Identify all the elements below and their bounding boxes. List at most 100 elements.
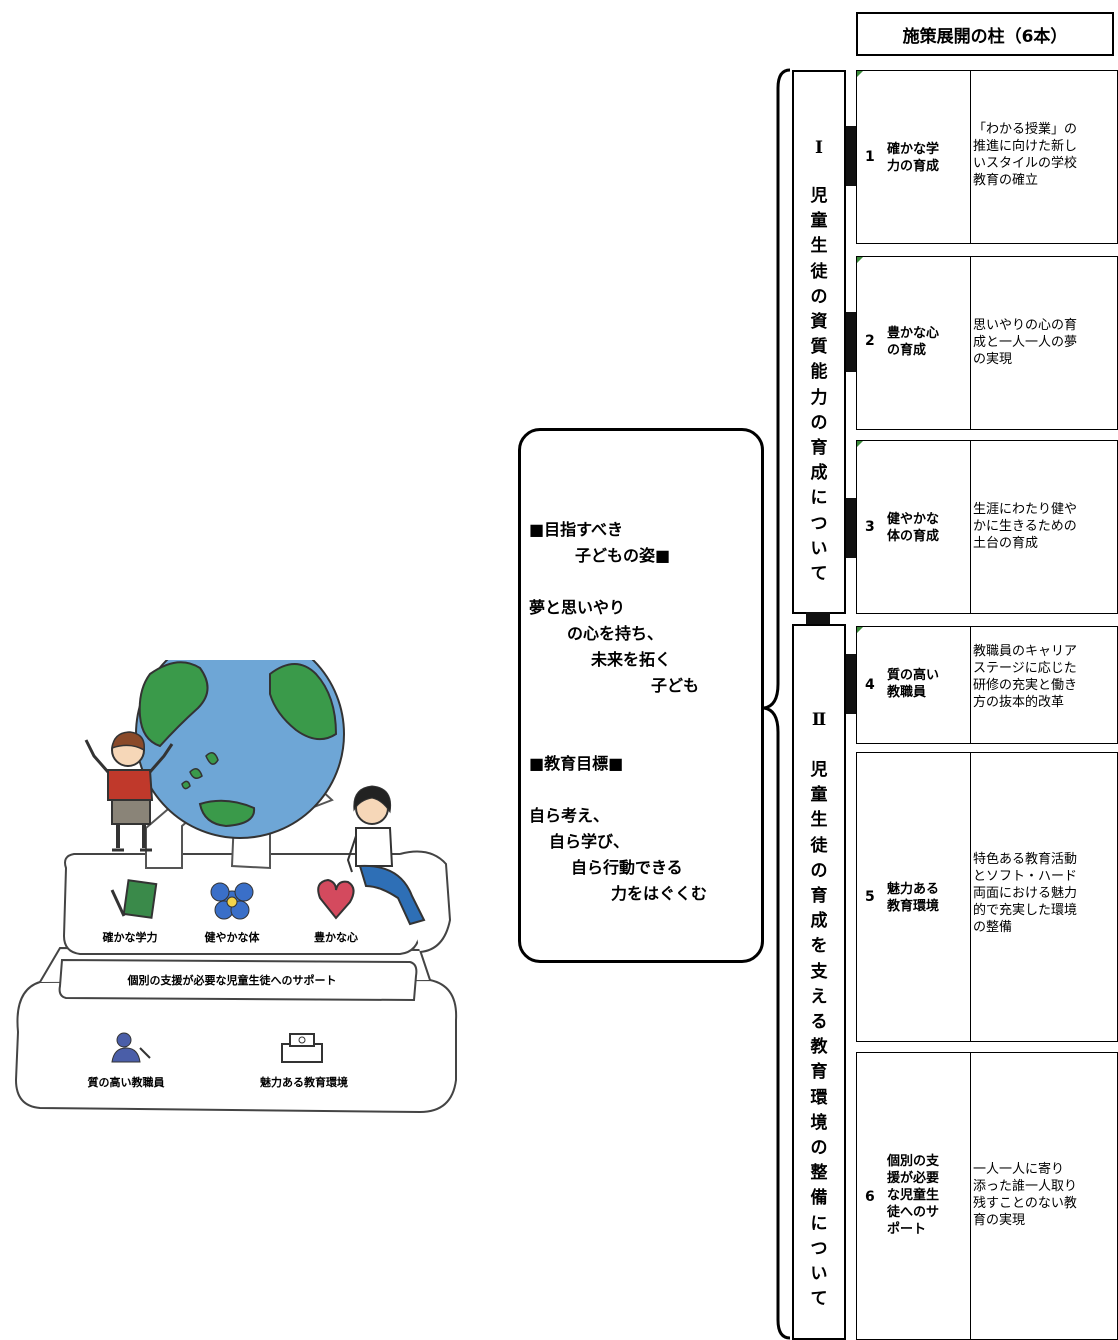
pillar-char: を bbox=[810, 936, 828, 957]
pillar-char: の bbox=[810, 1138, 828, 1159]
pillar-char: 徒 bbox=[810, 261, 828, 282]
pillar-char: 育 bbox=[810, 886, 828, 907]
row-description: 特色ある教育活動とソフト・ハード両面における魅力 的で充実した環境の整備 bbox=[973, 852, 1078, 935]
row-tag: 健やかな体の育成 bbox=[887, 512, 940, 544]
row-number: 1 bbox=[865, 149, 875, 165]
row-number: 3 bbox=[865, 519, 875, 535]
tier-top-label: 確かな学力 bbox=[103, 930, 158, 944]
tier-top-label: 豊かな心 bbox=[314, 930, 358, 944]
pillar-char: 徒 bbox=[810, 835, 828, 856]
row-number: 4 bbox=[865, 677, 875, 693]
pillar-char: 育 bbox=[810, 1062, 828, 1083]
goal-heading: ■目指すべき bbox=[529, 520, 623, 539]
girl-figure bbox=[346, 785, 426, 926]
pillar-char: 支 bbox=[810, 961, 828, 982]
tier-bottom-shape bbox=[14, 978, 458, 1114]
heart-icon bbox=[317, 878, 355, 920]
tier-bottom-label: 魅力ある教育環境 bbox=[260, 1075, 348, 1089]
row-description: 一人一人に寄り添った誰一人取り 残すことのない教育の実現 bbox=[973, 1162, 1078, 1228]
pillar-char: 質 bbox=[810, 337, 828, 358]
goal-text: 自ら行動できる bbox=[571, 858, 683, 877]
row-number: 6 bbox=[865, 1189, 875, 1205]
pillar-char: い bbox=[810, 1264, 828, 1285]
goal-text: 子ども bbox=[651, 676, 700, 695]
pillar-char: 力 bbox=[810, 387, 828, 408]
pillar-char: 整 bbox=[810, 1163, 828, 1184]
goal-text: 自ら学び、 bbox=[549, 832, 630, 851]
measure-row-2: 2 豊かな心の育成 思いやりの心の育成と一人一人の夢の実現 bbox=[856, 256, 1118, 430]
pillar-char: 成 bbox=[810, 463, 828, 484]
pillar-char: の bbox=[810, 286, 828, 307]
tier-middle-label: 個別の支援が必要な児童生徒へのサポート bbox=[127, 973, 337, 987]
pillar-2-box: Ⅱ 児童生徒の育成を支える教育環境の整備について bbox=[792, 624, 846, 1340]
goal-text: 夢と思いやり bbox=[529, 598, 626, 617]
pillar-1-title: 児童生徒の資質能力の育成について bbox=[794, 184, 844, 587]
row-connector bbox=[846, 654, 856, 714]
row-connector bbox=[846, 126, 856, 186]
goals-box: ■目指すべき 子どもの姿■ 夢と思いやり の心を持ち、 未来を拓く 子ども ■教… bbox=[518, 428, 764, 963]
pillar-2-numeral: Ⅱ bbox=[811, 710, 827, 730]
row-description: 「わかる授業」の推進に向けた新し いスタイルの学校教育の確立 bbox=[973, 122, 1078, 188]
pillar-char: 教 bbox=[810, 1037, 828, 1058]
pillar-char: 生 bbox=[810, 810, 828, 831]
teacher-icon bbox=[111, 1032, 151, 1063]
row-connector bbox=[846, 498, 856, 558]
pillar-char: つ bbox=[810, 1238, 828, 1259]
pillar-char: 資 bbox=[810, 312, 828, 333]
goal-text: 未来を拓く bbox=[591, 650, 672, 669]
pillar-char: 備 bbox=[810, 1188, 828, 1209]
pillar-char: つ bbox=[810, 513, 828, 534]
pillar-char: 環 bbox=[810, 1087, 828, 1108]
measure-row-5: 5 魅力ある教育環境 特色ある教育活動とソフト・ハード両面における魅力 的で充実… bbox=[856, 752, 1118, 1042]
pillars-header: 施策展開の柱（6本） bbox=[856, 12, 1114, 56]
book-icon bbox=[110, 879, 158, 919]
pillars-header-title: 施策展開の柱（6本） bbox=[902, 26, 1068, 47]
pillar-char: 児 bbox=[810, 760, 828, 780]
pillar-char: に bbox=[810, 488, 828, 509]
measure-row-3: 3 健やかな体の育成 生涯にわたり健やかに生きるための土台の育成 bbox=[856, 440, 1118, 614]
pillar-char: の bbox=[810, 860, 828, 881]
pillar-char: の bbox=[810, 412, 828, 433]
pillar-char: え bbox=[810, 986, 828, 1007]
pillar-char: い bbox=[810, 538, 828, 559]
tier-bottom-label: 質の高い教職員 bbox=[88, 1075, 165, 1089]
pillar-char: に bbox=[810, 1213, 828, 1234]
measure-row-6: 6 個別の支援が必要な児童生 徒へのサポート 一人一人に寄り添った誰一人取り 残… bbox=[856, 1052, 1118, 1340]
goal-text: 力をはぐくむ bbox=[611, 884, 708, 903]
row-tag: 質の高い教職員 bbox=[887, 668, 940, 700]
row-tag: 魅力ある教育環境 bbox=[887, 882, 940, 914]
pillar-1-numeral: Ⅰ bbox=[815, 138, 823, 158]
goal-text: 自ら考え、 bbox=[529, 806, 610, 825]
row-connector bbox=[846, 312, 856, 372]
pillar-char: 育 bbox=[810, 438, 828, 459]
pillar-2-title: 児童生徒の育成を支える教育環境の整備について bbox=[794, 758, 844, 1312]
row-number: 5 bbox=[865, 889, 875, 905]
pillar-char: 童 bbox=[810, 211, 828, 232]
goal-heading: ■教育目標■ bbox=[529, 754, 624, 773]
row-tag: 個別の支援が必要な児童生 徒へのサポート bbox=[887, 1154, 940, 1237]
tier-top-label: 健やかな体 bbox=[205, 930, 261, 944]
row-description: 思いやりの心の育成と一人一人の夢の実現 bbox=[973, 318, 1078, 367]
pillar-char: る bbox=[810, 1012, 828, 1033]
row-description: 教職員のキャリアステージに応じた 研修の充実と働き方の抜本的改革 bbox=[973, 644, 1078, 710]
measure-row-1: 1 確かな学力の育成 「わかる授業」の推進に向けた新し いスタイルの学校教育の確… bbox=[856, 70, 1118, 244]
illustration: 確かな学力 健やかな体 豊かな心 個別の支援が必要な児童生徒へのサポート 質の高… bbox=[14, 660, 458, 1114]
goal-text: の心を持ち、 bbox=[567, 624, 664, 643]
school-icon bbox=[281, 1033, 323, 1063]
pillar-char: 能 bbox=[810, 362, 828, 383]
pillar-char: て bbox=[810, 1289, 828, 1310]
pillar-char: 児 bbox=[810, 186, 828, 206]
row-tag: 確かな学力の育成 bbox=[887, 142, 940, 174]
row-number: 2 bbox=[865, 333, 875, 349]
pillar-1-box: Ⅰ 児童生徒の資質能力の育成について bbox=[792, 70, 846, 614]
pillar-char: 童 bbox=[810, 785, 828, 806]
pillar-char: て bbox=[810, 564, 828, 585]
pillar-char: 生 bbox=[810, 236, 828, 257]
grouping-brace bbox=[763, 68, 791, 1340]
boy-figure bbox=[84, 731, 174, 852]
row-description: 生涯にわたり健やかに生きるための土台の育成 bbox=[973, 502, 1078, 551]
row-tag: 豊かな心の育成 bbox=[887, 326, 940, 358]
goal-heading: 子どもの姿■ bbox=[575, 546, 671, 565]
pillar-char: 成 bbox=[810, 911, 828, 932]
flower-icon bbox=[210, 882, 254, 920]
